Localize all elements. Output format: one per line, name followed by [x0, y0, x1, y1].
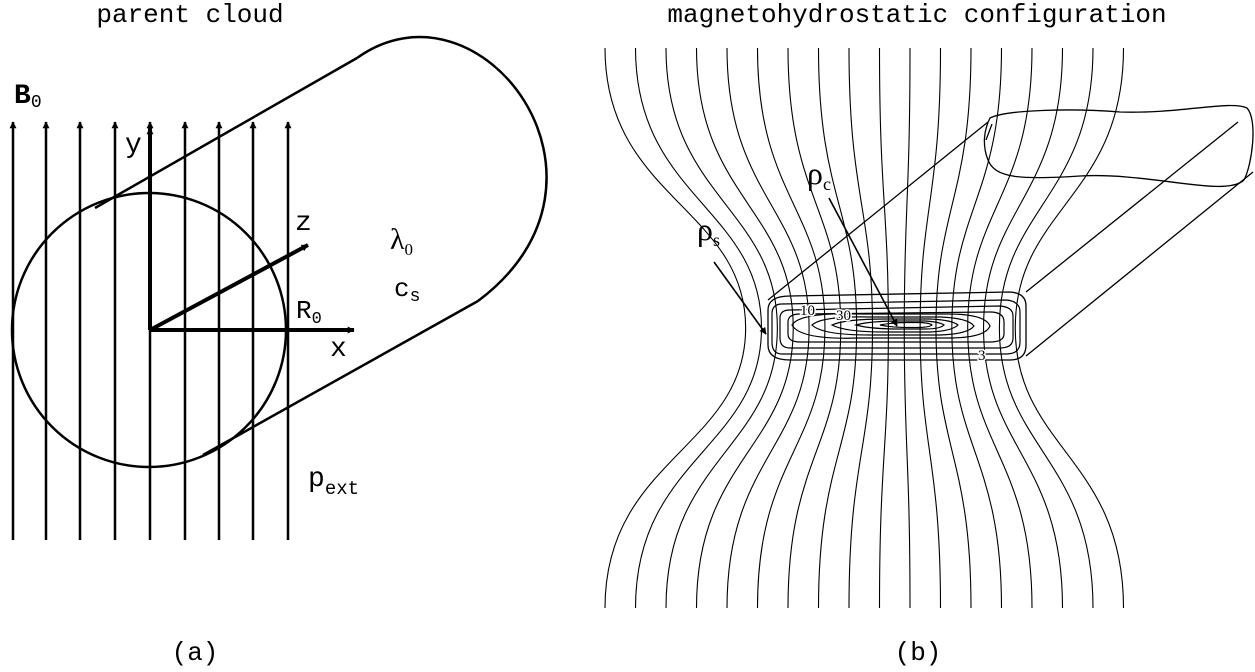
cylinder-bottom-edge — [202, 299, 479, 457]
rho-s-label: ρs — [697, 211, 720, 250]
filament-far-end — [983, 104, 1254, 188]
line-mass-label: λ0 — [390, 223, 413, 259]
panel-a-title: parent cloud — [96, 0, 283, 30]
density-contour — [879, 321, 933, 329]
contour-label-3: 3 — [978, 348, 986, 364]
field-lines-b — [604, 47, 1125, 609]
contour-label-10: 10 — [800, 303, 815, 319]
field-line-b — [787, 47, 842, 609]
coordinate-axes — [146, 127, 355, 334]
parent-cylinder — [10, 35, 548, 469]
ext-pressure-label: pext — [308, 464, 359, 500]
density-contour — [853, 320, 945, 330]
panel-b-caption: (b) — [895, 638, 942, 668]
panel-b-title: magnetohydrostatic configuration — [667, 0, 1166, 30]
sound-speed-label: cs — [394, 274, 420, 307]
density-contour — [771, 299, 1021, 355]
density-contour — [779, 305, 1014, 349]
field-line-b — [695, 47, 794, 609]
filament-box — [767, 104, 1254, 361]
x-axis-label: x — [330, 334, 347, 365]
field-line-b — [604, 47, 747, 609]
y-axis-label: y — [125, 130, 142, 161]
z-axis — [149, 243, 309, 332]
filament-edge-right — [1025, 121, 1239, 293]
filament-edge-bottom — [1025, 171, 1254, 357]
panel-a-caption: (a) — [172, 638, 219, 668]
field-line-b — [726, 47, 810, 609]
z-axis-label: z — [295, 208, 312, 239]
field-line-b — [1014, 47, 1125, 609]
filament-far-end-tick — [985, 123, 993, 141]
rho-s-arrow — [713, 261, 767, 335]
density-contour — [791, 313, 991, 339]
density-contour — [811, 316, 975, 336]
field-line-b — [634, 47, 763, 609]
field-line-b — [756, 47, 826, 609]
field-line-b — [967, 47, 1033, 609]
panel-b: magnetohydrostatic configuration 10 30 3 — [604, 0, 1254, 668]
cylinder-back-cap — [356, 35, 548, 303]
rho-c-label: ρc — [807, 155, 831, 194]
cylinder-top-edge — [94, 56, 358, 210]
density-contour — [830, 318, 959, 333]
field-line-b — [878, 47, 889, 609]
field-line-b — [817, 47, 858, 609]
field-label: B0 — [14, 81, 42, 113]
filament-edge-top — [767, 121, 989, 301]
field-line-b — [982, 47, 1064, 609]
contour-label-30: 30 — [836, 308, 851, 324]
field-line-b — [665, 47, 778, 609]
panel-a: parent cloud B0 y z x — [9, 0, 548, 668]
field-line-b — [998, 47, 1094, 609]
filament-cross-section — [767, 291, 1027, 361]
density-contour — [787, 311, 1005, 343]
density-contours — [771, 299, 1021, 355]
rho-c-arrow — [828, 197, 898, 327]
radius-label: R0 — [296, 296, 322, 329]
